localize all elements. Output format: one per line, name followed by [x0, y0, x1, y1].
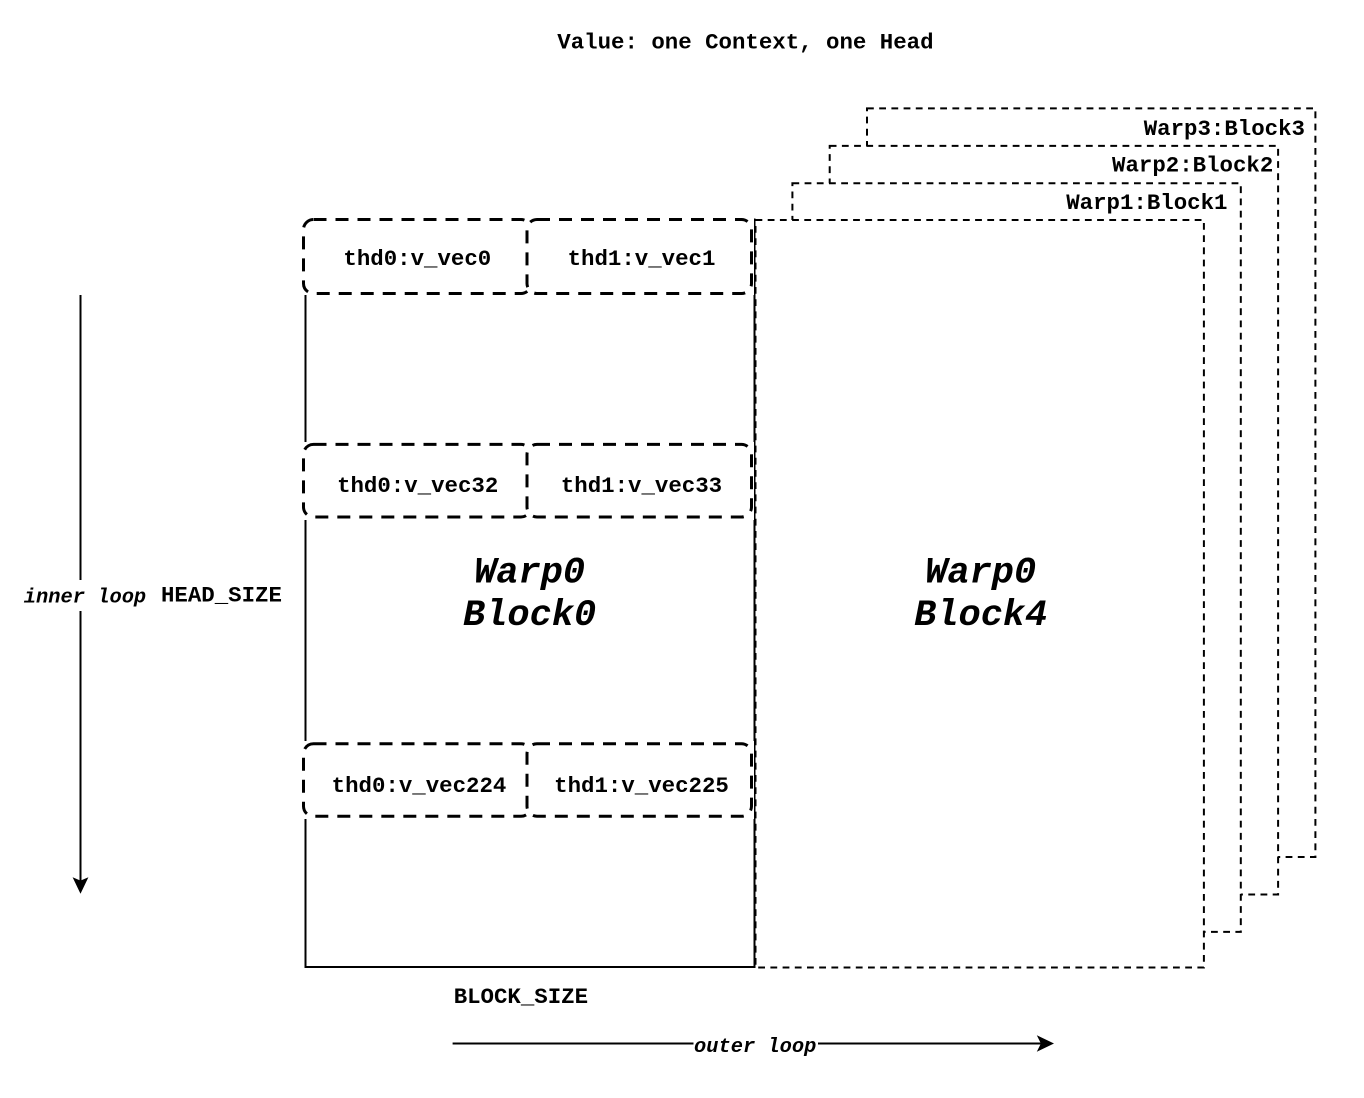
- svg-text:Warp0: Warp0: [474, 553, 585, 595]
- svg-text:Warp0: Warp0: [925, 553, 1036, 595]
- svg-text:thd0:v_vec0: thd0:v_vec0: [343, 246, 491, 272]
- svg-text:HEAD_SIZE: HEAD_SIZE: [161, 583, 282, 609]
- svg-text:thd0:v_vec32: thd0:v_vec32: [337, 473, 498, 499]
- svg-text:thd1:v_vec33: thd1:v_vec33: [561, 473, 722, 499]
- svg-text:outer loop: outer loop: [694, 1036, 816, 1059]
- svg-text:BLOCK_SIZE: BLOCK_SIZE: [454, 984, 588, 1010]
- svg-text:Block0: Block0: [463, 595, 596, 637]
- svg-text:inner loop: inner loop: [24, 586, 146, 609]
- svg-text:thd1:v_vec1: thd1:v_vec1: [568, 246, 716, 272]
- svg-text:Warp2:Block2: Warp2:Block2: [1112, 153, 1273, 179]
- svg-text:Block4: Block4: [914, 595, 1047, 637]
- svg-text:Warp3:Block3: Warp3:Block3: [1144, 116, 1305, 142]
- svg-text:thd0:v_vec224: thd0:v_vec224: [332, 773, 507, 799]
- svg-text:Value: one Context, one Head: Value: one Context, one Head: [557, 30, 933, 56]
- svg-text:thd1:v_vec225: thd1:v_vec225: [554, 773, 729, 799]
- svg-text:Warp1:Block1: Warp1:Block1: [1066, 190, 1227, 216]
